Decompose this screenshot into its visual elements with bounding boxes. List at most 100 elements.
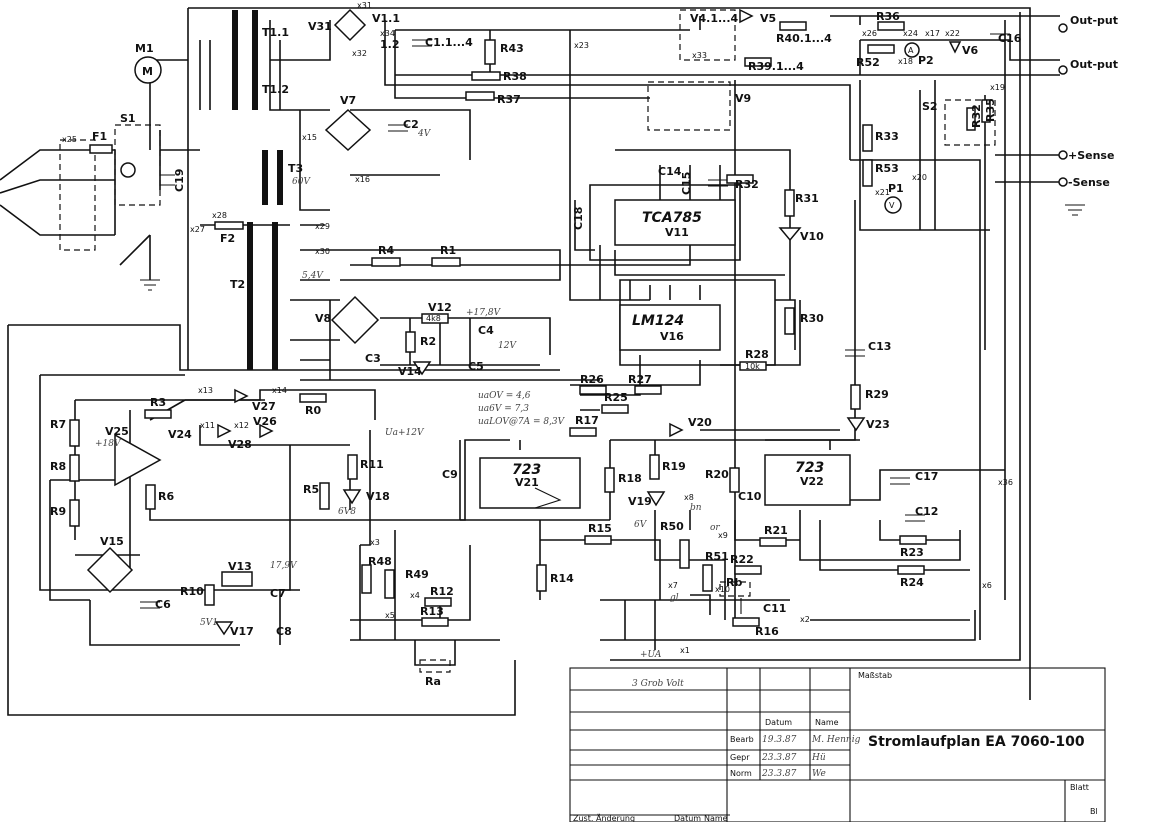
terminal-sense-minus[interactable]: [1058, 177, 1068, 187]
label-r31: R31: [795, 192, 819, 205]
node-x31: x31: [357, 1, 372, 10]
label-r30: R30: [800, 312, 824, 325]
ic-v22: [764, 454, 851, 506]
rectifier-v8: [330, 295, 380, 345]
row-gepr-date: 23.3.87: [761, 753, 797, 763]
label-r1: R1: [440, 244, 456, 257]
terminal-sense-plus[interactable]: [1058, 150, 1068, 160]
label-r25: R25: [604, 391, 628, 404]
regulator-section: uaOV = 4,6 ua6V = 7,3 uaLOV@7A = 8,3V R1…: [442, 391, 938, 660]
label-c16: C16: [998, 32, 1022, 45]
label-r9: R9: [50, 505, 66, 518]
voltmeter-p1: [884, 196, 902, 214]
node-x17: x17: [925, 29, 940, 38]
resistor-r53: [862, 159, 873, 187]
resistor-r32: [966, 107, 976, 131]
resistor-r10: [204, 584, 215, 606]
label-f2: F2: [220, 232, 235, 245]
label-r48: R48: [368, 555, 392, 568]
resistor-r30: [784, 307, 795, 335]
label-v26: V26: [253, 415, 277, 428]
resistor-r25: [601, 404, 629, 414]
node-x22: x22: [945, 29, 960, 38]
node-x6: x6: [982, 581, 992, 590]
label-m1: M1: [135, 42, 154, 55]
resistor-r28: [739, 361, 767, 371]
regulator-v13: [221, 571, 253, 587]
label-r33: R33: [875, 130, 899, 143]
node-x27: x27: [190, 225, 205, 234]
label-c17: C17: [915, 470, 938, 483]
label-output-plus: Out-put: [1070, 14, 1118, 27]
label-r35: R35: [984, 98, 997, 122]
terminal-output-minus[interactable]: [1058, 65, 1068, 75]
label-r15: R15: [588, 522, 612, 535]
ammeter-p2: [904, 42, 920, 58]
zener-v18: [342, 489, 362, 505]
node-x12: x12: [234, 421, 249, 430]
resistor-r31: [784, 189, 795, 217]
label-r5: R5: [303, 483, 319, 496]
label-c9: C9: [442, 468, 458, 481]
label-v6: V6: [962, 44, 979, 57]
note-ua-2: ua6V = 7,3: [478, 404, 529, 414]
note-18v: +18V: [95, 439, 122, 449]
resistor-r33: [862, 124, 873, 152]
resistor-r5: [319, 482, 330, 510]
label-c13: C13: [868, 340, 891, 353]
diode-v5: [739, 8, 754, 24]
resistor-r19: [649, 454, 660, 480]
resistor-ra: [419, 659, 451, 673]
ground-terminal: [1065, 204, 1085, 216]
note-ua12: Ua+12V: [385, 428, 425, 438]
label-r51: R51: [705, 550, 729, 563]
label-r10: R10: [180, 585, 204, 598]
label-v24: V24: [168, 428, 192, 441]
node-x34: x34: [380, 29, 395, 38]
switch-lamp: [120, 162, 136, 178]
label-sense-plus: +Sense: [1068, 149, 1114, 162]
node-x8: x8: [684, 493, 694, 502]
label-output-minus: Out-put: [1070, 58, 1118, 71]
note-5-4v: 5,4V: [302, 271, 324, 281]
label-r38: R38: [503, 70, 527, 83]
ammeter-symbol: A: [908, 46, 914, 55]
resistor-r9: [69, 499, 80, 527]
label-c3: C3: [365, 352, 381, 365]
note-5v1: 5V1: [200, 618, 218, 628]
transistor-v4-frame: [679, 9, 736, 61]
terminal-output-plus[interactable]: [1058, 23, 1068, 33]
resistor-r1: [431, 257, 461, 267]
label-r12: R12: [430, 585, 454, 598]
label-c7: C7: [270, 587, 286, 600]
capacitor-c2: [388, 124, 408, 132]
label-c6: C6: [155, 598, 171, 611]
node-x26: x26: [862, 29, 877, 38]
row-bearb-name: M. Hennig: [811, 735, 861, 745]
label-v31: V31: [308, 20, 332, 33]
resistor-r27: [634, 385, 662, 395]
capacitor-c16: [990, 33, 1010, 41]
label-ra: Ra: [425, 675, 441, 688]
potentiometer-r51: [702, 564, 713, 592]
label-v22: V22: [800, 475, 824, 488]
resistor-r43: [484, 39, 496, 65]
resistor-r11: [347, 454, 358, 480]
resistor-r8: [69, 454, 80, 482]
opamp-v25: [114, 433, 162, 487]
node-x14: x14: [272, 386, 287, 395]
label-t3: T3: [288, 162, 303, 175]
label-v28: V28: [228, 438, 252, 451]
label-v25: V25: [105, 425, 129, 438]
label-v12: V12: [428, 301, 452, 314]
ic-v16: [619, 304, 721, 351]
zust-label: Zust.: [573, 814, 593, 822]
title-block: Maßstab Datum Name Bearb 19.3.87 M. Henn…: [569, 667, 1106, 822]
label-r43: R43: [500, 42, 524, 55]
label-r21: R21: [764, 524, 788, 537]
label-r39: R39.1...4: [748, 60, 804, 73]
label-c2: C2: [403, 118, 419, 131]
aenderung-label: Änderung: [596, 813, 635, 822]
resistor-r37: [465, 91, 495, 101]
capacitor-c15: [708, 179, 728, 187]
